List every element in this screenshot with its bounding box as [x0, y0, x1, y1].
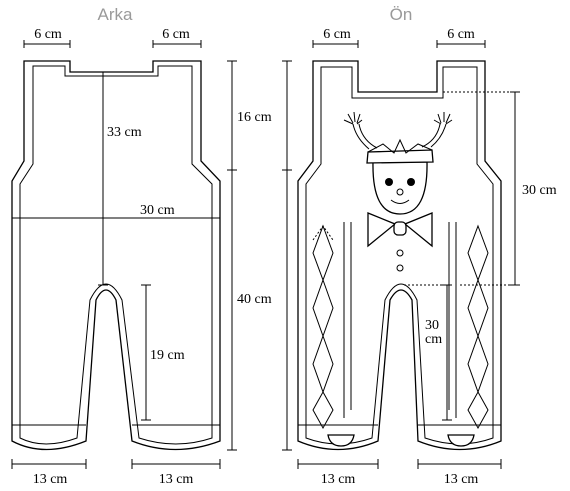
back-leg-left-label: 13 cm: [33, 472, 68, 487]
back-width-label: 30 cm: [140, 203, 175, 218]
smile: [390, 199, 410, 204]
back-title: Arka: [98, 5, 134, 24]
back-upper-height-label: 16 cm: [237, 110, 272, 125]
back-strap-right-label: 6 cm: [162, 27, 190, 42]
front-inseam-number: 30: [425, 318, 439, 333]
front-inner-outline: [305, 66, 494, 445]
front-strap-left-label: 6 cm: [323, 27, 351, 42]
bow-tie: [367, 212, 433, 248]
back-inseam-label: 19 cm: [150, 348, 185, 363]
face-shape: [372, 161, 428, 215]
front-dimensions: [282, 40, 520, 469]
back-lower-height-label: 40 cm: [237, 292, 272, 307]
nose: [396, 188, 404, 196]
back-strap-left-label: 6 cm: [34, 27, 62, 42]
back-piece: [11, 60, 221, 451]
left-eye: [385, 178, 393, 186]
right-suspender: [448, 222, 457, 418]
back-leg-right-label: 13 cm: [159, 472, 194, 487]
front-leg-right-label: 13 cm: [444, 472, 479, 487]
front-motif-height-label: 30 cm: [522, 183, 557, 198]
front-piece: [297, 60, 502, 451]
left-suspender: [343, 222, 352, 418]
front-strap-right-label: 6 cm: [447, 27, 475, 42]
front-leg-left-label: 13 cm: [321, 472, 356, 487]
left-argyle-pattern: [312, 224, 334, 430]
front-title: Ön: [390, 5, 413, 24]
right-pompom: [433, 112, 453, 125]
front-outer-outline: [297, 60, 502, 451]
back-center-height-label: 33 cm: [107, 125, 142, 140]
right-pocket: [447, 434, 475, 447]
back-inner-outline: [19, 65, 213, 445]
right-argyle-pattern: [467, 224, 489, 430]
back-dimensions: [11, 40, 237, 469]
right-eye: [407, 178, 415, 186]
clown-face: [372, 161, 428, 215]
back-outer-outline: [11, 60, 221, 451]
front-inseam-unit: cm: [425, 332, 442, 347]
jester-hat: [343, 111, 453, 164]
button-2: [396, 264, 404, 272]
left-pocket: [327, 434, 355, 447]
hat-band: [366, 149, 434, 164]
left-pompom: [343, 111, 363, 125]
button-1: [396, 249, 404, 257]
